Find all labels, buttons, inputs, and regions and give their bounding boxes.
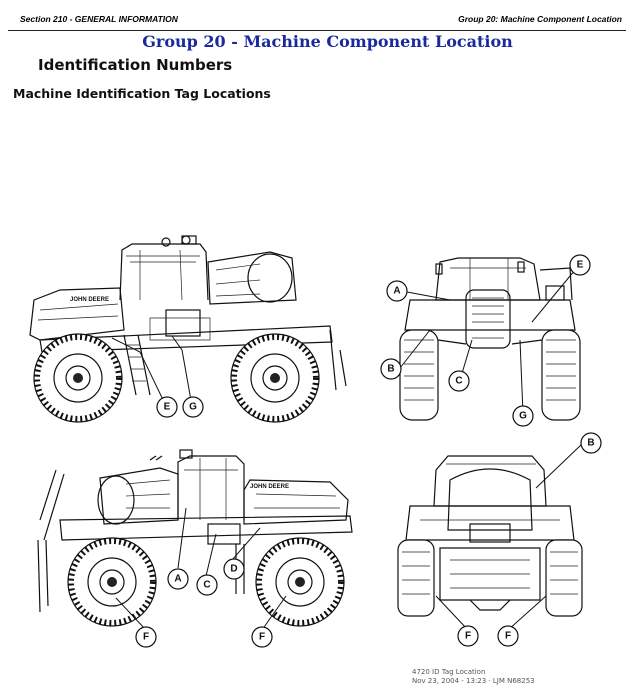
- callout-e-front-view: E: [569, 254, 591, 276]
- svg-text:A: A: [393, 286, 400, 297]
- caption-line-1: 4720 ID Tag Location: [412, 668, 486, 676]
- figure-caption: 4720 ID Tag Location Nov 23, 2004 - 13:2…: [412, 668, 535, 686]
- sprayer-right-side-view: JOHN DEERE: [37, 449, 353, 631]
- sprayer-rear-view: [397, 443, 583, 631]
- svg-text:F: F: [143, 632, 149, 643]
- svg-text:A: A: [174, 574, 181, 585]
- svg-text:G: G: [189, 402, 197, 413]
- callout-g-front-view: G: [512, 405, 534, 427]
- svg-text:C: C: [455, 376, 462, 387]
- callout-a-right-view: A: [167, 568, 189, 590]
- svg-text:C: C: [203, 580, 210, 591]
- callout-c-front-view: C: [448, 370, 470, 392]
- callout-b-rear-view: B: [580, 432, 602, 454]
- brand-decal: JOHN DEERE: [250, 484, 289, 490]
- svg-text:G: G: [519, 411, 527, 422]
- svg-text:F: F: [259, 632, 265, 643]
- callout-f-right-view-rear: F: [135, 626, 157, 648]
- callout-c-right-view: C: [196, 574, 218, 596]
- brand-decal: JOHN DEERE: [70, 297, 109, 303]
- section-label: Section 210 - GENERAL INFORMATION: [20, 14, 178, 24]
- callout-b-front-view: B: [380, 358, 402, 380]
- subsection-heading: Machine Identification Tag Locations: [13, 86, 271, 101]
- callout-f-rear-view-left: F: [457, 625, 479, 647]
- svg-text:B: B: [587, 438, 594, 449]
- caption-line-2: Nov 23, 2004 - 13:23 · LJM N68253: [412, 677, 535, 685]
- section-heading: Identification Numbers: [38, 56, 233, 74]
- svg-text:D: D: [230, 564, 237, 575]
- callout-f-rear-view-right: F: [497, 625, 519, 647]
- callout-e-left-view: E: [156, 396, 178, 418]
- callout-g-left-view: G: [182, 396, 204, 418]
- callout-a-front-view: A: [386, 280, 408, 302]
- svg-text:F: F: [505, 631, 511, 642]
- callout-d-right-view: D: [223, 558, 245, 580]
- sprayer-left-side-view: JOHN DEERE: [29, 235, 347, 423]
- svg-text:B: B: [387, 364, 394, 375]
- page-title: Group 20 - Machine Component Location: [142, 32, 513, 51]
- group-label: Group 20: Machine Component Location: [458, 14, 622, 24]
- page-header: Section 210 - GENERAL INFORMATION Group …: [8, 8, 626, 31]
- sprayer-front-view: [399, 257, 581, 421]
- svg-text:E: E: [577, 260, 584, 271]
- callout-f-right-view-front: F: [251, 626, 273, 648]
- svg-text:F: F: [465, 631, 471, 642]
- svg-text:E: E: [164, 402, 171, 413]
